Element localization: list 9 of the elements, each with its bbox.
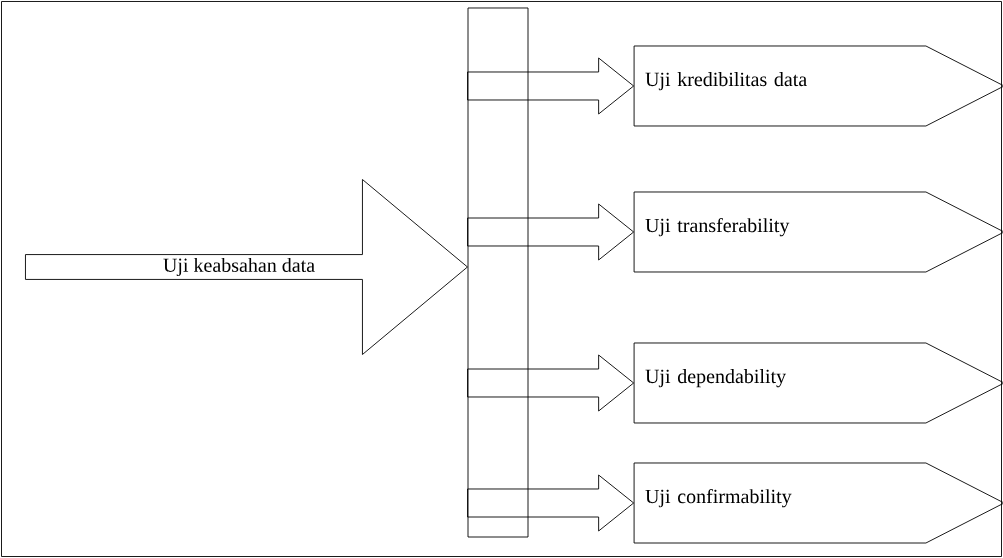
pentagon-box: Uji transferability	[633, 191, 1003, 273]
block-arrow	[467, 354, 635, 412]
pentagon-box: Uji dependability	[633, 342, 1003, 424]
block-arrow	[467, 474, 635, 532]
pentagon-box: Uji confirmability	[633, 462, 1003, 544]
pentagon-box: Uji kredibilitas data	[633, 45, 1003, 127]
block-arrow	[467, 203, 635, 261]
vertical-bar	[467, 7, 529, 538]
block-arrow	[467, 57, 635, 115]
